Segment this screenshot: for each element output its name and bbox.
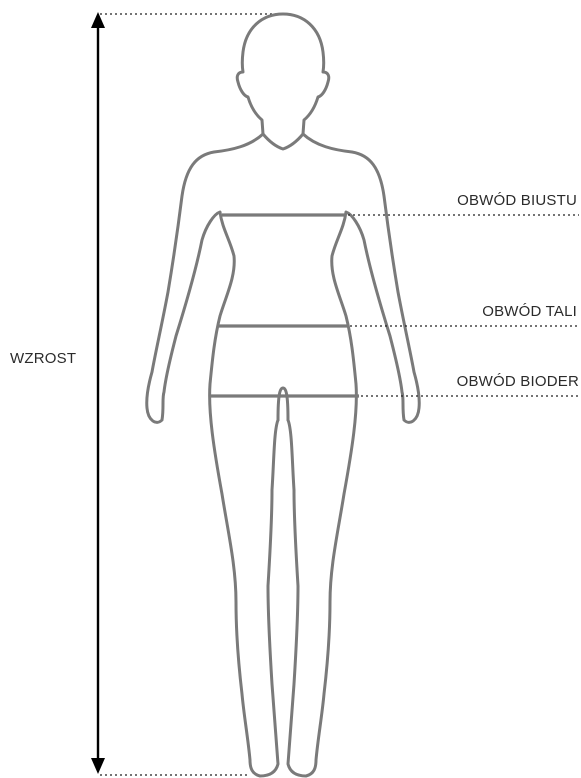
- inner-leg-gap: [278, 388, 288, 420]
- arrow-head-bottom: [91, 758, 105, 774]
- waist-label: OBWÓD TALI: [482, 303, 577, 320]
- left-body-outline: [147, 134, 278, 776]
- right-body-outline: [288, 134, 419, 776]
- height-label: WZROST: [10, 350, 76, 367]
- hips-label: OBWÓD BIODER: [457, 373, 579, 390]
- arrow-head-top: [91, 12, 105, 28]
- head-outline: [237, 14, 329, 149]
- height-arrow: [91, 12, 105, 774]
- bust-label: OBWÓD BIUSTU: [457, 192, 577, 209]
